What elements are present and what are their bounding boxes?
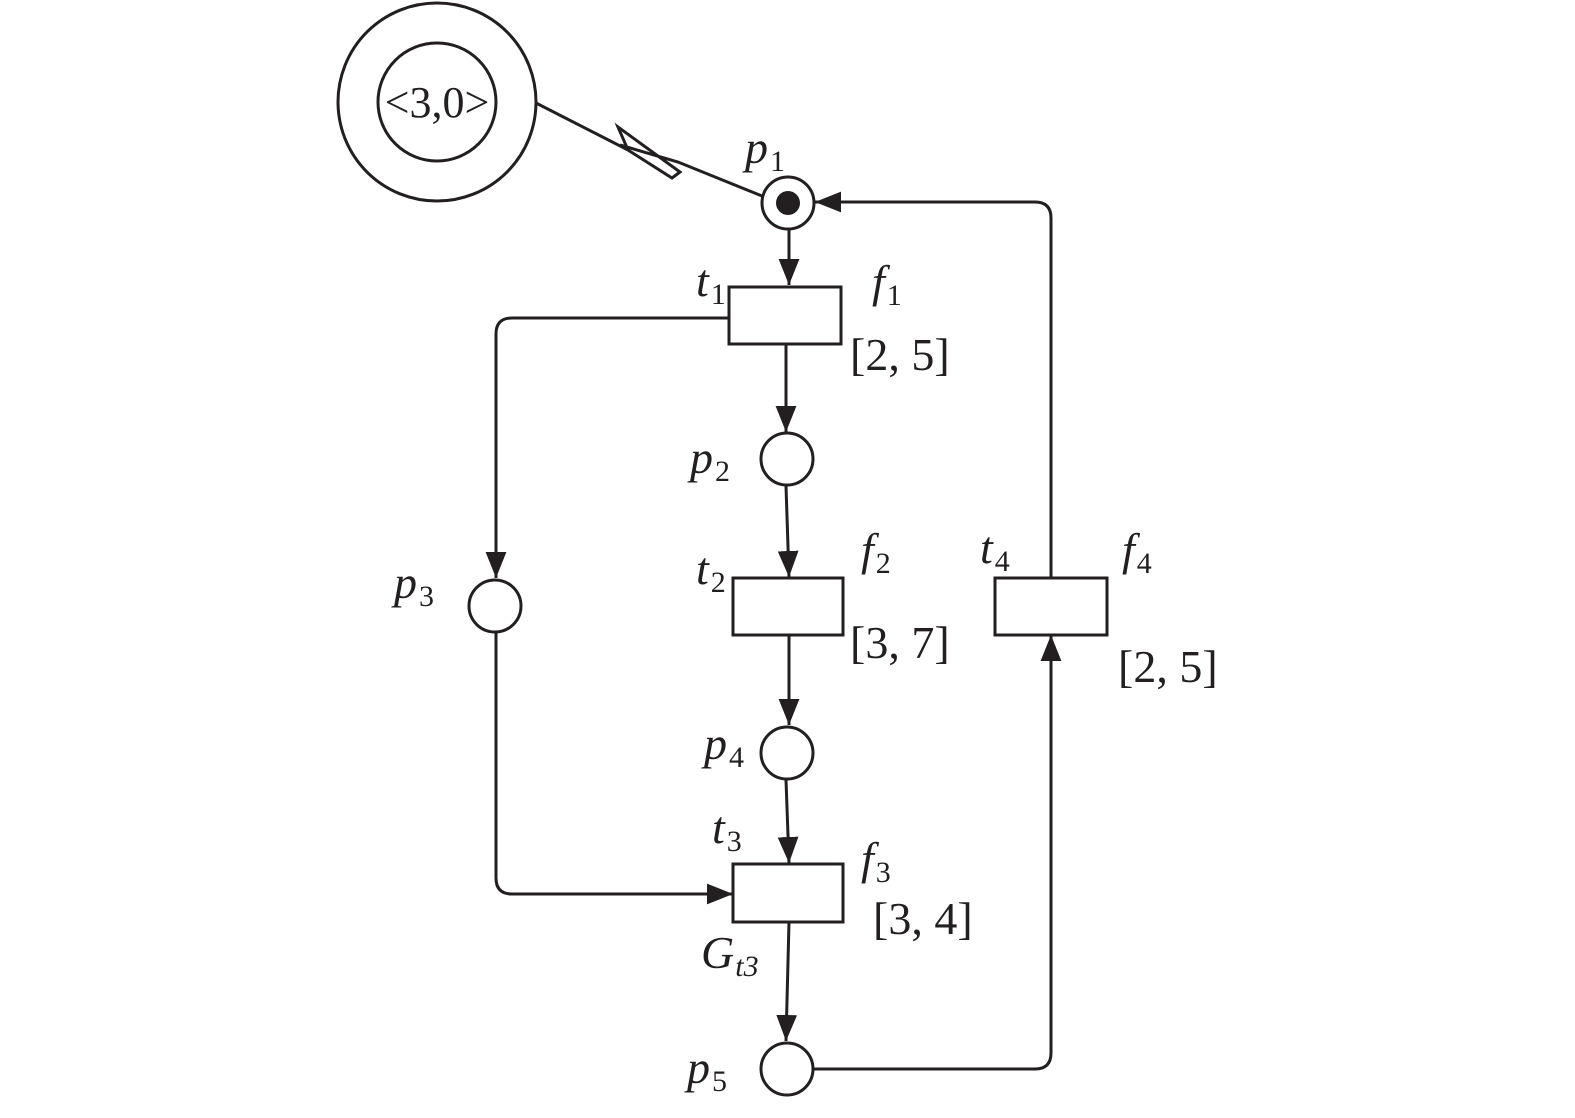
- place-p1-token: [776, 191, 800, 215]
- arc-p5-t4: [814, 635, 1062, 1071]
- arc-t3-p5: [776, 921, 798, 1042]
- label-p2: p2: [687, 432, 730, 488]
- transition-t2: [731, 576, 845, 637]
- interval-t1: [2, 5]: [850, 329, 950, 380]
- arc-p3-t3: [494, 633, 733, 905]
- label-f4: f4: [1122, 524, 1152, 580]
- interval-t4: [2, 5]: [1118, 641, 1218, 692]
- transition-t4: [993, 576, 1109, 637]
- place-p1: [760, 175, 816, 231]
- label-t3: t3: [712, 802, 742, 858]
- label-p5: p5: [684, 1042, 727, 1098]
- label-f3: f3: [861, 833, 891, 889]
- arc-t4-p1: [815, 191, 1053, 577]
- arc-p2-t2: [777, 485, 799, 578]
- label-t4: t4: [980, 522, 1010, 578]
- label-p1: p1: [742, 122, 785, 178]
- label-p3: p3: [391, 557, 434, 613]
- place-p4: [759, 725, 815, 781]
- token-annotation: <3,0>: [336, 1, 538, 203]
- label-t1: t1: [696, 255, 726, 311]
- place-p2: [759, 431, 815, 487]
- token-inner-circle: [376, 41, 498, 163]
- label-f1: f1: [872, 256, 902, 312]
- place-p5: [759, 1041, 815, 1097]
- transition-t1: [727, 285, 843, 346]
- label-p4: p4: [701, 718, 744, 774]
- token-label: <3,0>: [385, 78, 490, 127]
- interval-t3: [3, 4]: [873, 893, 973, 944]
- label-guard-t3: Gt3: [701, 927, 759, 983]
- transition-t3: [731, 862, 845, 924]
- arc-t1-p3: [485, 316, 729, 578]
- interval-t2: [3, 7]: [850, 617, 950, 668]
- annotation-connector: [535, 101, 763, 198]
- label-f2: f2: [861, 524, 891, 580]
- place-p3: [467, 578, 523, 634]
- arc-p4-t3: [777, 779, 799, 864]
- label-t2: t2: [696, 543, 726, 599]
